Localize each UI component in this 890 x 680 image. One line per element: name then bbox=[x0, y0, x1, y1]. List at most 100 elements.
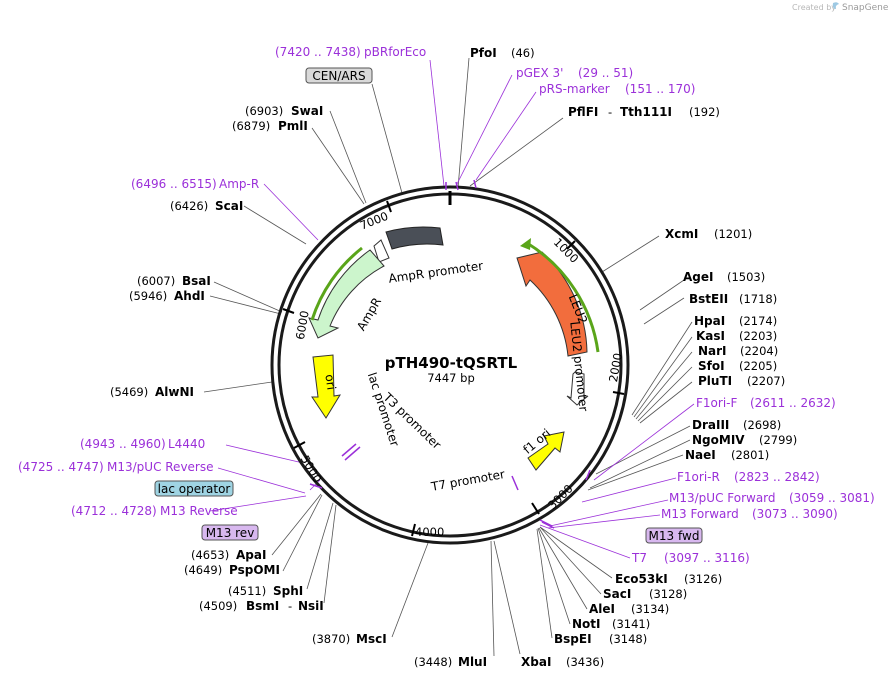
site-position: (151 .. 170) bbox=[625, 82, 695, 96]
site-name: Tth111I bbox=[620, 105, 672, 119]
enzyme-pfoi[interactable]: PfoI (46) bbox=[470, 46, 535, 60]
site-position: (6879) bbox=[232, 119, 270, 133]
enzyme-msci[interactable]: (3870) MscI bbox=[312, 632, 387, 646]
enzyme-bsmi-nsii[interactable]: (4509) BsmI - NsiI bbox=[199, 599, 324, 613]
enzyme-mlui[interactable]: (3448) MluI bbox=[414, 655, 487, 669]
site-position: (192) bbox=[689, 105, 720, 119]
site-name: PspOMI bbox=[229, 563, 280, 577]
snapgene-logo-icon bbox=[832, 2, 839, 10]
enzyme-eco53ki[interactable]: Eco53kI (3126) bbox=[615, 572, 722, 586]
primer-m13-forward[interactable]: M13 Forward (3073 .. 3090) bbox=[661, 507, 838, 521]
site-name: AleI bbox=[589, 602, 615, 616]
m13-fwd-text: M13 fwd bbox=[649, 529, 700, 543]
enzyme-alei[interactable]: AleI (3134) bbox=[589, 602, 669, 616]
site-position: (6496 .. 6515) bbox=[131, 177, 217, 191]
primer-pgex3[interactable]: pGEX 3' (29 .. 51) bbox=[516, 66, 633, 80]
enzyme-pluti[interactable]: PluTI (2207) bbox=[698, 374, 785, 388]
site-position: (3097 .. 3116) bbox=[664, 551, 750, 565]
enzyme-alwni[interactable]: (5469) AlwNI bbox=[110, 385, 194, 399]
cen-ars-box[interactable]: CEN/ARS bbox=[305, 67, 373, 84]
primer-l4440[interactable]: (4943 .. 4960) L4440 bbox=[80, 437, 205, 451]
m13-fwd-box[interactable]: M13 fwd bbox=[645, 527, 703, 544]
enzyme-nari[interactable]: NarI (2204) bbox=[698, 344, 778, 358]
credit-brand: SnapGene bbox=[842, 3, 889, 13]
primer-f1ori-r[interactable]: F1ori-R (2823 .. 2842) bbox=[677, 470, 820, 484]
site-name: NotI bbox=[572, 617, 601, 631]
enzyme-xcmi[interactable]: XcmI (1201) bbox=[665, 227, 752, 241]
site-name: NgoMIV bbox=[692, 433, 745, 447]
enzyme-draiii[interactable]: DraIII (2698) bbox=[692, 418, 781, 432]
site-name: HpaI bbox=[694, 314, 725, 328]
site-name: XbaI bbox=[521, 655, 551, 669]
enzyme-hpai[interactable]: HpaI (2174) bbox=[694, 314, 777, 328]
leader-lines bbox=[203, 57, 693, 657]
tick-label-2000: 2000 bbox=[606, 352, 625, 383]
site-name: PfoI bbox=[470, 46, 497, 60]
enzyme-bsai[interactable]: (6007) BsaI bbox=[137, 274, 211, 288]
primer-m13-reverse[interactable]: (4712 .. 4728) M13 Reverse bbox=[71, 504, 238, 518]
site-name: BstEII bbox=[689, 292, 728, 306]
enzyme-pflfi-tth111i[interactable]: PflFI - Tth111I (192) bbox=[568, 105, 720, 119]
site-position: (6903) bbox=[245, 104, 283, 118]
feature-f1-ori[interactable] bbox=[527, 431, 565, 471]
tick-label-4000: 4000 bbox=[415, 525, 444, 539]
tick-label-5000: 5000 bbox=[298, 453, 325, 485]
site-position: (5469) bbox=[110, 385, 148, 399]
site-position: - bbox=[608, 105, 612, 119]
site-name: BsmI bbox=[246, 599, 279, 613]
site-name: M13/pUC Forward bbox=[669, 491, 776, 505]
enzyme-naei[interactable]: NaeI (2801) bbox=[685, 448, 769, 462]
site-position: (1503) bbox=[727, 270, 765, 284]
site-name: ScaI bbox=[215, 199, 243, 213]
lac-operator-box[interactable]: lac operator bbox=[154, 480, 234, 497]
feature-ori[interactable] bbox=[311, 354, 341, 419]
feature-cen-ars[interactable] bbox=[385, 226, 444, 250]
enzyme-sfoi[interactable]: SfoI (2205) bbox=[698, 359, 777, 373]
enzyme-swai[interactable]: (6903) SwaI bbox=[245, 104, 323, 118]
site-name: Eco53kI bbox=[615, 572, 668, 586]
feature-ampr[interactable] bbox=[308, 246, 385, 339]
site-position: (5946) bbox=[129, 289, 167, 303]
feature-leu2-promoter[interactable] bbox=[566, 371, 589, 406]
primer-m13puc-reverse[interactable]: (4725 .. 4747) M13/pUC Reverse bbox=[18, 460, 214, 474]
feature-ampr-promoter[interactable] bbox=[373, 239, 390, 263]
enzyme-saci[interactable]: SacI (3128) bbox=[603, 587, 687, 601]
primer-t7[interactable]: T7 (3097 .. 3116) bbox=[631, 551, 750, 565]
enzyme-xbai[interactable]: XbaI (3436) bbox=[521, 655, 604, 669]
feature-leu2[interactable] bbox=[516, 238, 600, 357]
site-position: (3126) bbox=[684, 572, 722, 586]
primer-amp-r[interactable]: (6496 .. 6515) Amp-R bbox=[131, 177, 259, 191]
site-position: (3448) bbox=[414, 655, 452, 669]
enzyme-sphi[interactable]: (4511) SphI bbox=[228, 584, 303, 598]
primer-prs-marker[interactable]: pRS-marker (151 .. 170) bbox=[539, 82, 695, 96]
primer-f1ori-f[interactable]: F1ori-F (2611 .. 2632) bbox=[696, 396, 836, 410]
lac-operator-text: lac operator bbox=[158, 482, 231, 496]
site-name: AlwNI bbox=[155, 385, 194, 399]
enzyme-kasi[interactable]: KasI (2203) bbox=[696, 329, 777, 343]
site-position: (4725 .. 4747) bbox=[18, 460, 104, 474]
primer-pbrforeco[interactable]: (7420 .. 7438) pBRforEco bbox=[275, 45, 426, 59]
site-position: (1201) bbox=[714, 227, 752, 241]
enzyme-pspomi[interactable]: (4649) PspOMI bbox=[184, 563, 280, 577]
enzyme-scai[interactable]: (6426) ScaI bbox=[170, 199, 243, 213]
site-position: (4712 .. 4728) bbox=[71, 504, 157, 518]
site-name: PflFI bbox=[568, 105, 598, 119]
enzyme-apai[interactable]: (4653) ApaI bbox=[191, 548, 266, 562]
site-position: (2801) bbox=[731, 448, 769, 462]
enzyme-noti[interactable]: NotI (3141) bbox=[572, 617, 650, 631]
m13-rev-box[interactable]: M13 rev bbox=[201, 524, 259, 541]
enzyme-pmli[interactable]: (6879) PmlI bbox=[232, 119, 308, 133]
label-ori: ori bbox=[322, 373, 338, 390]
enzyme-ngomiv[interactable]: NgoMIV (2799) bbox=[692, 433, 797, 447]
site-name: pBRforEco bbox=[364, 45, 426, 59]
label-ampr: AmpR bbox=[354, 295, 384, 333]
enzyme-bspei[interactable]: BspEI (3148) bbox=[554, 632, 647, 646]
enzyme-agei[interactable]: AgeI (1503) bbox=[683, 270, 765, 284]
site-name: F1ori-R bbox=[677, 470, 720, 484]
site-position: (2799) bbox=[759, 433, 797, 447]
enzyme-ahdi[interactable]: (5946) AhdI bbox=[129, 289, 205, 303]
enzyme-bsteii[interactable]: BstEII (1718) bbox=[689, 292, 777, 306]
site-position: (2204) bbox=[740, 344, 778, 358]
primer-m13puc-forward[interactable]: M13/pUC Forward (3059 .. 3081) bbox=[669, 491, 875, 505]
site-name: NarI bbox=[698, 344, 727, 358]
